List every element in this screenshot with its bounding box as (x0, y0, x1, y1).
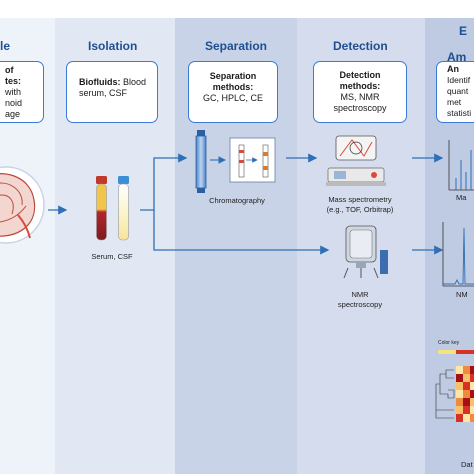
heatmap-color-key-icon (438, 350, 474, 354)
box-isolation-bold: Biofluids: (79, 77, 121, 87)
box-sample-text: with noid age (5, 87, 23, 119)
box-analysis-text: Identif quant met statisti (447, 75, 472, 118)
stage-title-separation: Separation (205, 39, 268, 53)
heatmap-cell (470, 406, 474, 414)
caption-dat: Dat (461, 460, 473, 469)
heatmap-cell (463, 398, 470, 406)
heatmap-cell (470, 390, 474, 398)
separation-bands-icon (229, 137, 276, 183)
box-detection-bold: Detection methods: (339, 70, 381, 91)
heatmap-cell (456, 398, 463, 406)
box-separation-text: GC, HPLC, CE (202, 93, 263, 103)
heatmap-cell (463, 374, 470, 382)
heatmap-icon (435, 366, 474, 422)
heatmap-cell (463, 382, 470, 390)
heatmap-cell (463, 406, 470, 414)
box-sample: of tes: with noid age (0, 61, 44, 123)
box-analysis: An Identif quant met statisti (436, 61, 474, 123)
heatmap-cell (463, 366, 470, 374)
box-detection-text: MS, NMR spectroscopy (333, 92, 387, 113)
heatmap-cell (463, 390, 470, 398)
caption-ma: Ma (456, 193, 467, 202)
box-isolation: Biofluids: Blood serum, CSF (66, 61, 158, 123)
heatmap-cell (463, 414, 470, 422)
heatmap-cell (456, 390, 463, 398)
arrow-isolation-to-nmr (153, 210, 330, 255)
heatmap-cell (456, 382, 463, 390)
box-isolation-text: Blood serum, CSF (79, 77, 147, 98)
caption-heatmap-key: Color key (438, 340, 460, 346)
mass-spectrum-plot-icon (448, 140, 474, 191)
nmr-spectrometer-icon (343, 225, 388, 279)
chromatography-column-icon (195, 130, 207, 193)
stage-title-analysis: Am (447, 50, 467, 64)
brain-icon (0, 166, 45, 244)
heatmap-cell (456, 374, 463, 382)
box-separation-bold: Separation methods: (209, 71, 257, 92)
blood-tube-icon (96, 176, 107, 241)
heatmap-cell (470, 366, 474, 374)
heatmap-cell (470, 382, 474, 390)
caption-sample: Serum, CSF (91, 252, 133, 261)
box-detection: Detection methods: MS, NMR spectroscopy (313, 61, 407, 123)
caption-nm: NM (456, 290, 468, 299)
heatmap-cell (456, 366, 463, 374)
heatmap-cell (470, 398, 474, 406)
nmr-spectrum-plot-icon (442, 222, 474, 287)
stage-title-detection: Detection (333, 39, 388, 53)
box-analysis-bold: An (447, 64, 459, 74)
box-sample-bold: of tes: (5, 65, 22, 86)
caption-nmr: NMR spectroscopy (337, 290, 383, 309)
stage-title-isolation: Isolation (88, 39, 138, 53)
arrow-isolation-to-chromatography (140, 153, 188, 211)
caption-mass-spec: Mass spectrometry (e.g., TOF, Orbitrap) (326, 195, 394, 214)
heatmap-cell (456, 406, 463, 414)
mass-spectrometer-icon (326, 135, 386, 186)
heatmap-cell (456, 414, 463, 422)
heatmap-cell (470, 374, 474, 382)
heatmap-cell (470, 414, 474, 422)
stage-title-sample: le (0, 39, 11, 53)
csf-tube-icon (118, 176, 129, 241)
stage-title-analysis-letter: E (459, 24, 468, 38)
heatmap-dendrogram (435, 369, 455, 419)
caption-chromatography: Chromatography (209, 196, 265, 205)
box-separation: Separation methods: GC, HPLC, CE (188, 61, 278, 123)
